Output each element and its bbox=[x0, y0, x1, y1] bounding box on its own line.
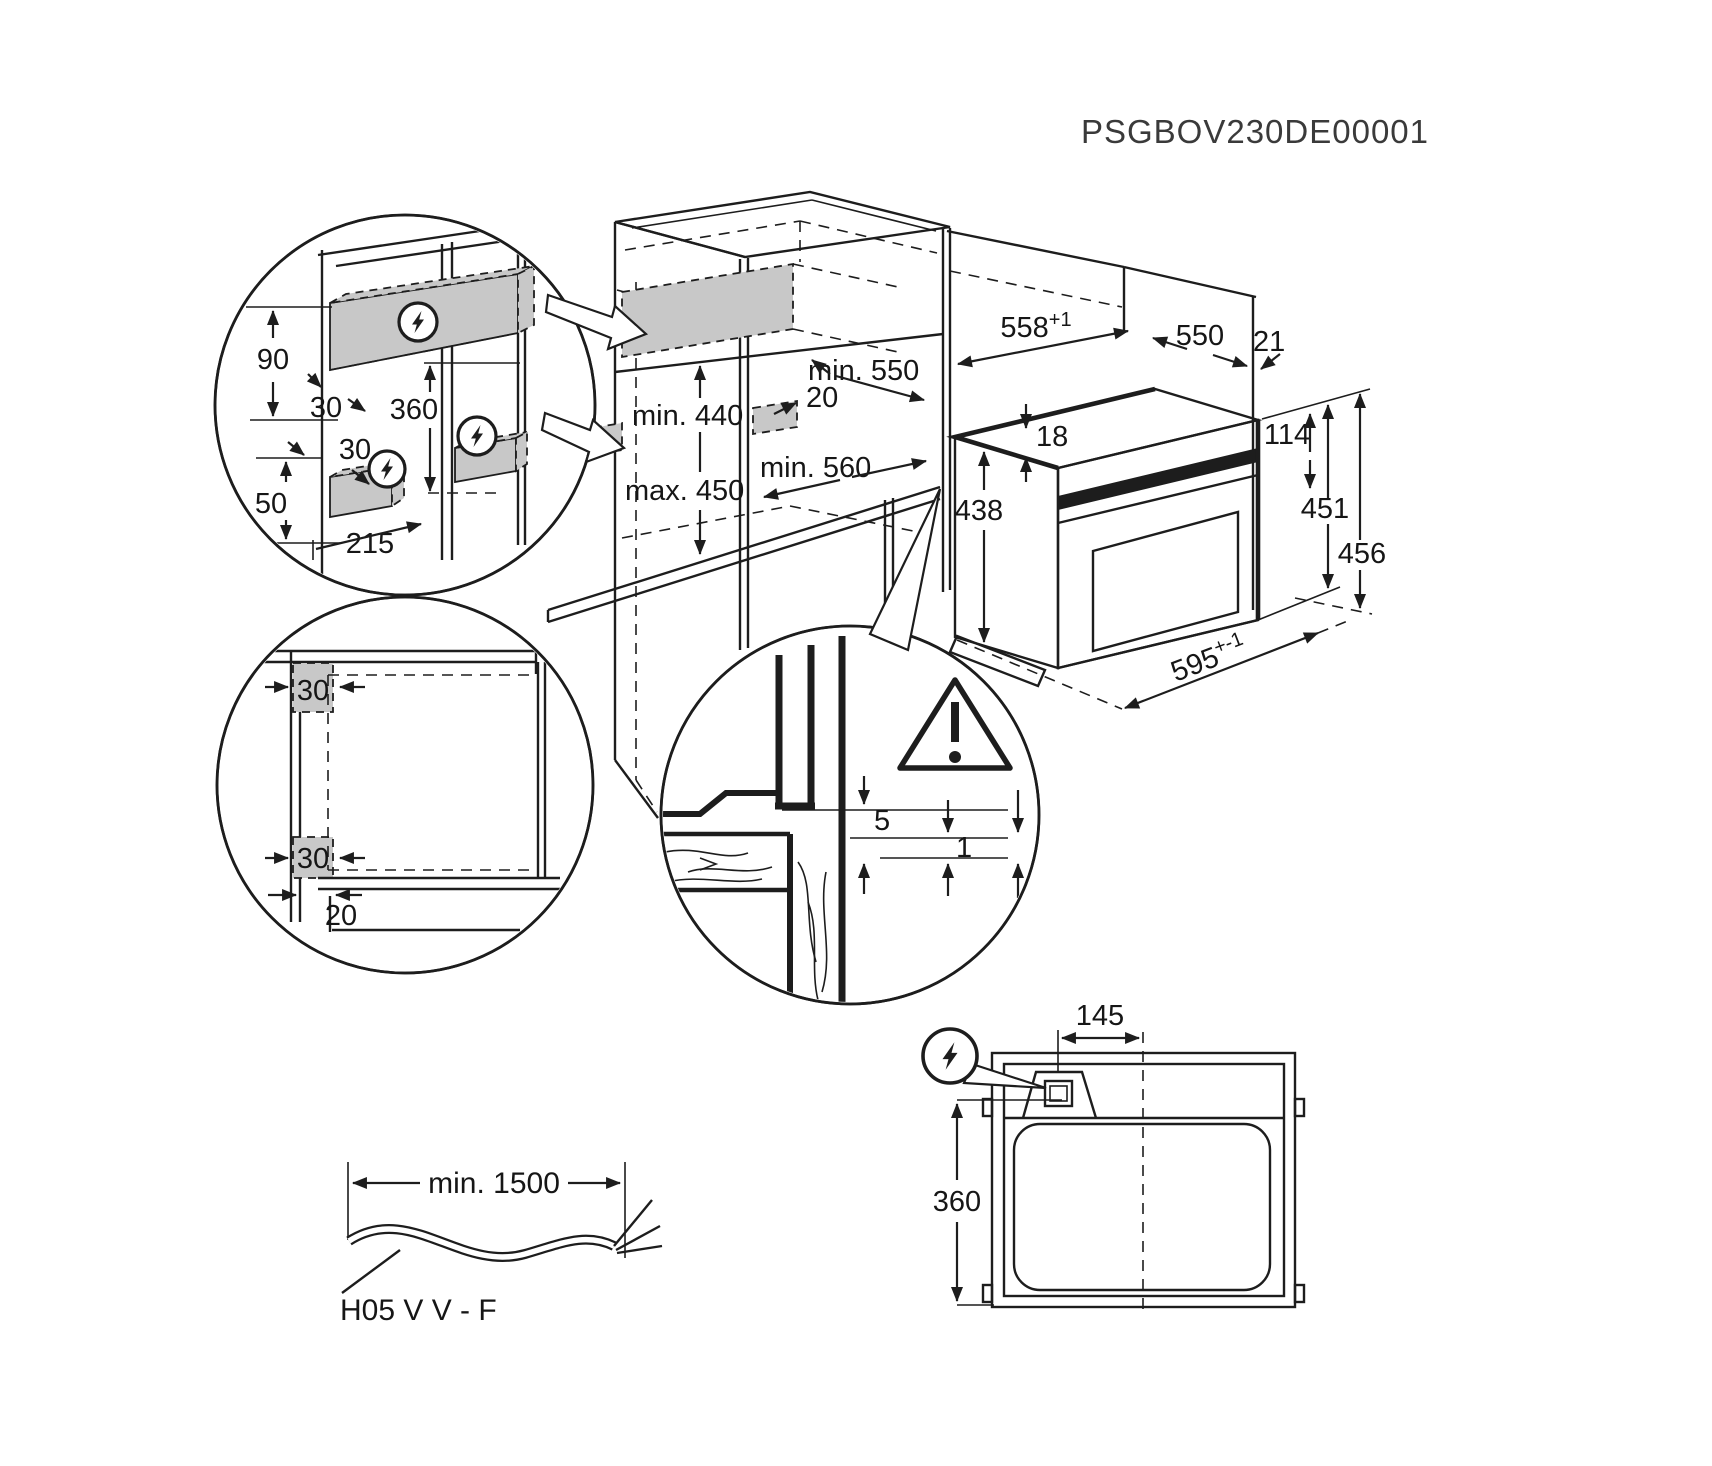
detail-circle-panel-front: 30 30 20 bbox=[215, 595, 595, 975]
dim-topview-360: 360 bbox=[933, 1186, 981, 1218]
terminal-box bbox=[1043, 1079, 1074, 1108]
dim-438: 438 bbox=[955, 495, 1003, 527]
dim-gap-1: 1 bbox=[956, 832, 972, 864]
niche-dimensions: min. 440 max. 450 min. 550 20 min. 560 bbox=[625, 355, 928, 556]
detail-circle-gap-section: 5 1 bbox=[659, 488, 1041, 1006]
dim-30-upper: 30 bbox=[310, 392, 342, 424]
dim-595: 595+-1 bbox=[1166, 628, 1251, 689]
dim-456: 456 bbox=[1338, 538, 1386, 570]
dim-451: 451 bbox=[1301, 493, 1349, 525]
oven-door-bottom bbox=[948, 634, 1047, 688]
dim-90: 90 bbox=[257, 344, 289, 376]
electrical-zone-back-wall bbox=[621, 262, 794, 359]
dim-gap-5: 5 bbox=[874, 805, 890, 837]
dim-30-lower: 30 bbox=[339, 434, 371, 466]
control-panel-band bbox=[1058, 448, 1258, 510]
detail-circle-side-zones: 90 30 360 30 50 215 bbox=[213, 213, 597, 597]
dim-50: 50 bbox=[255, 488, 287, 520]
dim-cable-length: min. 1500 bbox=[428, 1167, 560, 1200]
wood-grain bbox=[664, 849, 828, 1001]
dim-558: 558+1 bbox=[1000, 309, 1071, 344]
detail-pointer-wedge-shelf bbox=[868, 488, 942, 652]
cable-wire-ends bbox=[613, 1199, 663, 1255]
dim-max450: max. 450 bbox=[625, 475, 744, 507]
oven-door-window bbox=[1091, 510, 1240, 653]
dim-145: 145 bbox=[1076, 1000, 1124, 1032]
dim-360: 360 bbox=[390, 394, 438, 426]
warning-icon bbox=[897, 677, 1013, 771]
dim-panel-30-bottom: 30 bbox=[297, 843, 329, 875]
dim-21: 21 bbox=[1253, 326, 1285, 358]
lightning-balloon bbox=[921, 1027, 1047, 1090]
mains-cable-figure: min. 1500 H05 V V - F bbox=[340, 1162, 663, 1327]
outlet-zone-top bbox=[292, 662, 334, 713]
cable-type-label: H05 V V - F bbox=[340, 1294, 497, 1327]
outlet-zone-bottom bbox=[292, 836, 334, 879]
cabinet-column bbox=[546, 190, 952, 819]
oven-3d-view: 558+1 550 21 18 438 114 451 456 595+-1 bbox=[946, 229, 1386, 710]
oven-top-view: 145 360 bbox=[921, 1000, 1306, 1316]
dim-niche-20: 20 bbox=[806, 382, 838, 414]
dim-panel-30-top: 30 bbox=[297, 675, 329, 707]
lightning-icon bbox=[367, 449, 407, 489]
dim-min560: min. 560 bbox=[760, 452, 871, 484]
lightning-icon bbox=[397, 301, 439, 343]
dim-18: 18 bbox=[1036, 421, 1068, 453]
drawing-code: PSGBOV230DE00001 bbox=[1081, 113, 1429, 150]
lightning-icon bbox=[456, 415, 498, 457]
detail-pointer-wedges bbox=[540, 293, 649, 464]
dim-550: 550 bbox=[1176, 320, 1224, 352]
dim-114: 114 bbox=[1264, 419, 1310, 451]
dim-panel-20: 20 bbox=[325, 900, 357, 932]
dim-min440: min. 440 bbox=[632, 400, 743, 432]
